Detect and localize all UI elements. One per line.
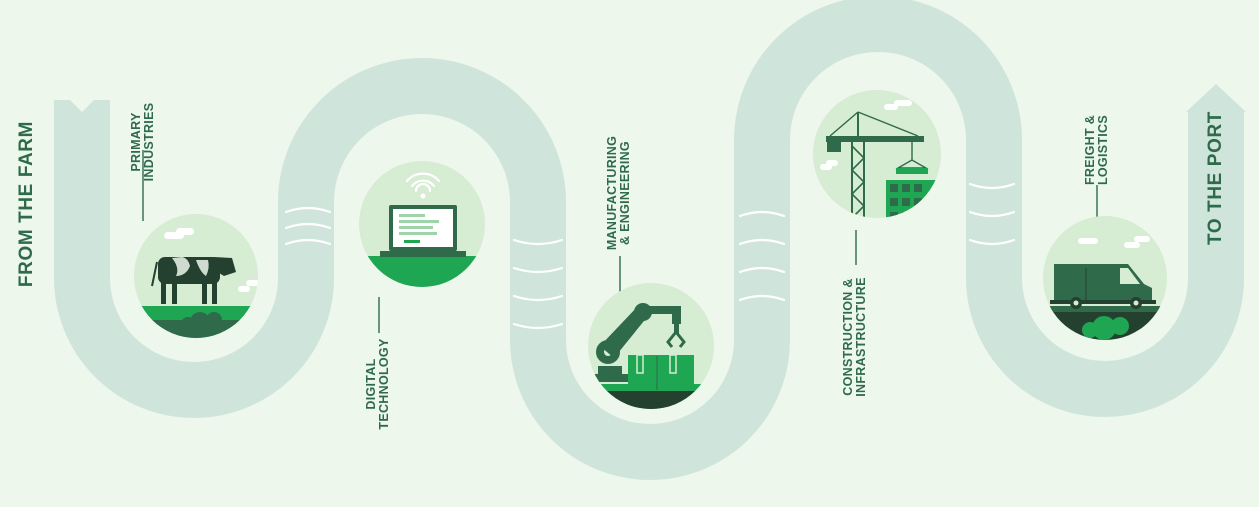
sector-label-line: & ENGINEERING: [618, 141, 632, 245]
end-label: TO THE PORT: [1205, 111, 1227, 245]
winding-road: [54, 0, 1246, 480]
start-label: FROM THE FARM: [16, 120, 38, 288]
sector-label-manufacturing-engineering: MANUFACTURING & ENGINEERING: [605, 136, 632, 250]
sector-label-freight-logistics: FREIGHT & LOGISTICS: [1083, 114, 1110, 186]
laptop-wifi-icon: [359, 161, 485, 287]
sector-label-line: LOGISTICS: [1096, 114, 1110, 186]
road-arrow-head: [1186, 84, 1246, 112]
sector-label-line: INFRASTRUCTURE: [854, 277, 868, 397]
road-tail-notch: [54, 84, 110, 112]
crane-building-icon: [813, 90, 941, 218]
sector-label-primary-industries: PRIMARY INDUSTRIES: [129, 102, 156, 182]
truck-icon: [1043, 216, 1167, 340]
sector-label-line: INDUSTRIES: [142, 102, 156, 182]
cow-icon: [134, 214, 258, 338]
motion-marks: [284, 182, 1016, 330]
sector-label-digital-technology: DIGITAL TECHNOLOGY: [364, 338, 391, 430]
sector-label-line: TECHNOLOGY: [377, 338, 391, 430]
sector-label-construction-infrastructure: CONSTRUCTION & INFRASTRUCTURE: [841, 277, 868, 397]
robot-arm-icon: [588, 283, 714, 409]
